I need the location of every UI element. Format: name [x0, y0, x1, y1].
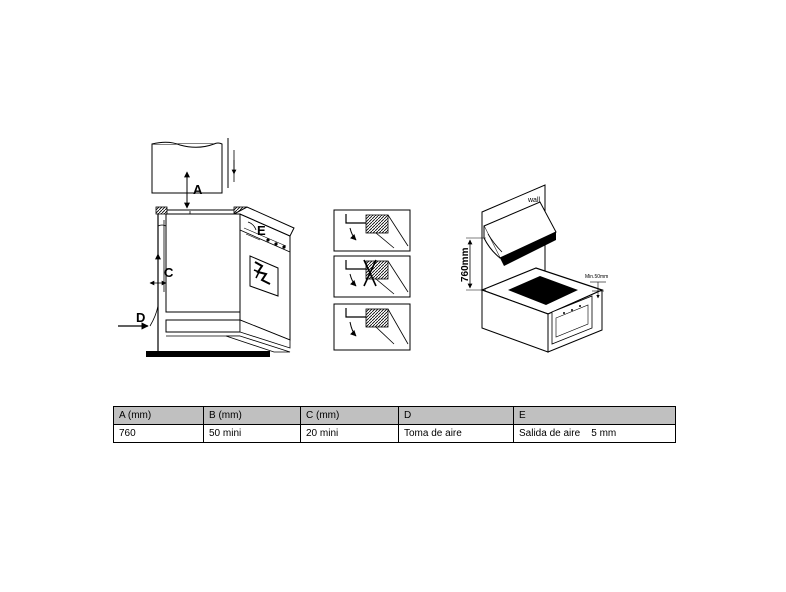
hood-duct [151, 142, 223, 194]
floor [146, 351, 270, 357]
oven-installation-figure: A B E [118, 138, 295, 357]
cell-b: 50 mini [203, 424, 301, 443]
label-c: C [164, 265, 174, 280]
table-row: 760 50 mini 20 mini Toma de aire Salida … [113, 424, 676, 443]
hob [508, 276, 578, 305]
cell-e: Salida de aire 5 mm [513, 424, 676, 443]
label-d: D [136, 310, 145, 325]
vent-panel-1 [333, 209, 411, 252]
min-clearance-label: Min.50mm [585, 274, 608, 280]
wall-label: wall [527, 197, 541, 204]
height-label: 760mm [460, 247, 471, 282]
cell-d: Toma de aire [398, 424, 514, 443]
header-d: D [398, 406, 514, 425]
cell-a: 760 [113, 424, 204, 443]
vent-panel-3 [333, 303, 411, 351]
label-a: A [193, 182, 203, 197]
header-e: E [513, 406, 676, 425]
clearance-spec-table: A (mm) B (mm) C (mm) D E 760 50 mini 20 … [113, 406, 676, 443]
header-a: A (mm) [113, 406, 204, 425]
vent-panel-2 [333, 255, 411, 298]
header-b: B (mm) [203, 406, 301, 425]
cell-c: 20 mini [300, 424, 399, 443]
table-header-row: A (mm) B (mm) C (mm) D E [113, 406, 676, 425]
hob-hood-figure: wall 760mm Min.50mm [460, 184, 608, 353]
ventilation-detail-panels [333, 209, 411, 351]
header-c: C (mm) [300, 406, 399, 425]
label-e: E [257, 223, 266, 238]
